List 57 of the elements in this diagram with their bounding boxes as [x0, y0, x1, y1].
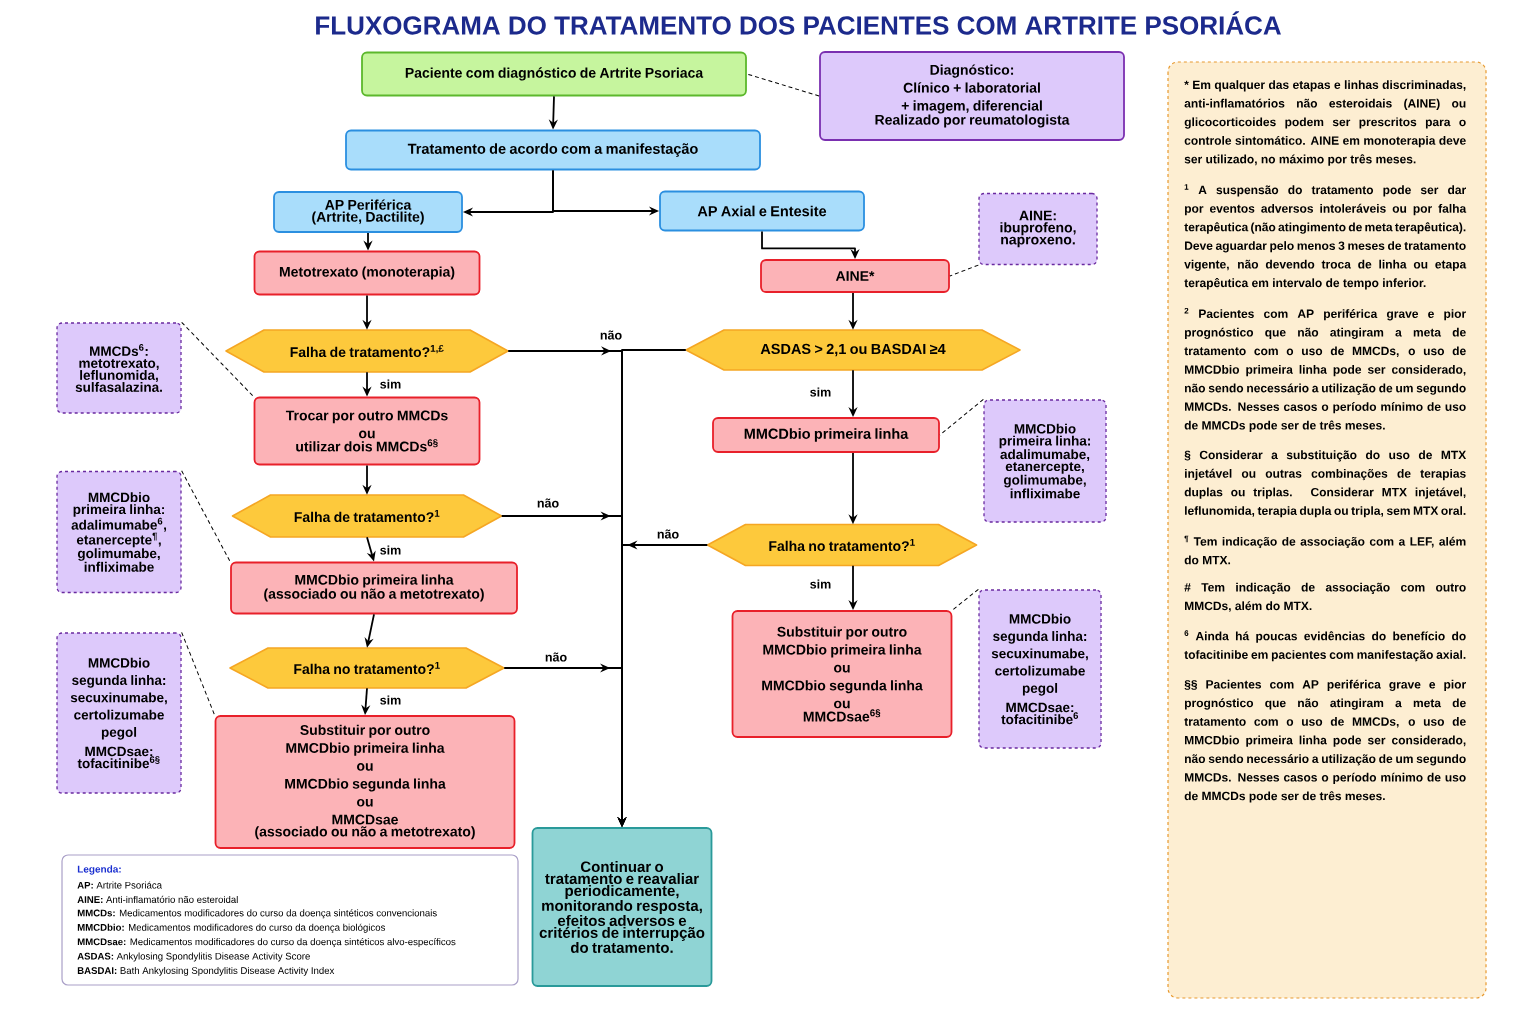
- footnote-text: $^{¶}$ Tem indicação de associação com a LEF, além do MTX.: [1184, 535, 1466, 565]
- note-box: MMCDbio primeira linha: adalimumabe$^{6}$, etanercepte$^{¶}$, golimumabe, infliximabe: [56, 470, 182, 594]
- process-box: AP Axial e Entesite: [659, 190, 865, 232]
- treatment-box: MMCDbio primeira linha (associado ou não a metotrexato): [230, 561, 518, 615]
- edge-label: sim: [808, 385, 833, 399]
- leader-line: [951, 588, 979, 611]
- edge-label: sim: [378, 693, 403, 707]
- leader-line: [939, 398, 984, 436]
- edge-label: não: [543, 650, 569, 664]
- process-box: AP Periférica (Artrite, Dactilite): [273, 191, 463, 233]
- edge-label: sim: [808, 577, 833, 591]
- legend-entry: ASDAS: Ankylosing Spondylitis Disease Activity Score: [77, 952, 310, 962]
- edge-label: não: [535, 496, 561, 510]
- note-box: MMCDbio segunda linha: secuxinumabe, certolizumabe pegol MMCDsae: tofacitinibe$^{6}$: [978, 589, 1102, 749]
- decision-hexagon: Falha no tratamento?$^{1}$: [706, 523, 978, 567]
- treatment-box: MMCDbio primeira linha: [712, 417, 940, 453]
- legend-entry: MMCDsae: Medicamentos modificadores do curso da doença sintéticos alvo-específicos: [77, 938, 456, 948]
- footnote-text: * Em qualquer das etapas e linhas discriminadas, anti-inflamatórios não esteroidais (AINE) ou glicocorticoides podem ser prescritos para o controle sintomático. AINE em monoterapia deve ser utilizado, no máximo por três meses.: [1184, 80, 1466, 166]
- footnote-text: # Tem indicação de associação com outro MMCDs, além do MTX.: [1184, 582, 1466, 612]
- note-box: AINE: ibuprofeno, naproxeno.: [978, 192, 1098, 266]
- footnote-text: $^{6}$ Ainda há poucas evidências do benefício do tofacitinibe em pacientes com manifestação axial.: [1184, 630, 1466, 662]
- footnote-text: $^{1}$ A suspensão do tratamento pode ser dar por eventos adversos intoleráveis ou por falha terapêutica (não atingimento de meta terapêutica). Deve aguardar pelo menos 3 meses de tratamento vigente, não devendo troca de linha ou etapa terapêutica em intervalo de tempo inferior.: [1184, 184, 1467, 290]
- leader-line: [181, 321, 255, 398]
- legend-entry: MMCDbio: Medicamentos modificadores do curso da doença biológicos: [77, 923, 386, 933]
- leader-line: [181, 631, 216, 716]
- decision-hexagon: Falha de tratamento?$^{1}$: [231, 494, 503, 538]
- legend-entry: AP: Artrite Psoriáca: [77, 881, 162, 889]
- footnote-text: §§ Pacientes com AP periférica grave e pior prognóstico que não atingiram a meta de tratamento com o uso de MMCDs, o uso de MMCDbio primeira linha pode ser considerado, não sendo necessário a utilização de um segundo MMCDs. Nesses casos o período mínimo de uso de MMCDs pode ser de três meses.: [1184, 679, 1466, 803]
- start-box: Paciente com diagnóstico de Artrite Psoriaca: [361, 51, 747, 97]
- leader-line: [746, 73, 820, 97]
- leader-line: [181, 470, 231, 563]
- legend-title: Legenda:: [77, 865, 121, 875]
- legend-entry: AINE: Anti-inflamatório não esteroidal: [77, 895, 238, 903]
- treatment-box: Metotrexato (monoterapia): [253, 250, 481, 296]
- edge-label: sim: [378, 377, 403, 391]
- note-box: MMCDs$^{6}$: metotrexato, leflunomida, sulfasalazina.: [56, 322, 182, 414]
- note-box: MMCDbio primeira linha: adalimumabe, etanercepte, golimumabe, infliximabe: [983, 399, 1107, 523]
- treatment-box: Substituir por outro MMCDbio primeira linha ou MMCDbio segunda linha ou MMCDsae (associado ou não a metotrexato): [214, 715, 516, 849]
- title: FLUXOGRAMA DO TRATAMENTO DOS PACIENTES COM ARTRITE PSORIÁCA: [316, 11, 1281, 35]
- leader-line: [949, 264, 979, 277]
- treatment-box: AINE*: [760, 259, 950, 293]
- note-box: Diagnóstico: Clínico + laboratorial + imagem, diferencial Realizado por reumatologista: [819, 51, 1125, 141]
- decision-hexagon: ASDAS > 2,1 ou BASDAI ≥4: [685, 329, 1021, 371]
- legend-entry: MMCDs: Medicamentos modificadores do curso da doença sintéticos convencionais: [77, 909, 437, 919]
- footnote-text: § Considerar a substituição do uso de MTX injetável ou outras combinações de terapias duplas ou triplas. Considerar MTX injetável, leflunomida, terapia dupla ou tripla, sem MTX oral.: [1184, 450, 1467, 518]
- note-box: MMCDbio segunda linha: secuxinumabe, certolizumabe pegol MMCDsae: tofacitinibe$^{6§}$: [56, 632, 182, 794]
- footnote-text: $^{2}$ Pacientes com AP periférica grave e pior prognóstico que não atingiram a meta de tratamento com o uso de MMCDs, o uso de MMCDbio primeira linha pode ser considerado, não sendo necessário a utilização de um segundo MMCDs. Nesses casos o período mínimo de uso de MMCDs pode ser de três meses.: [1184, 307, 1466, 432]
- treatment-box: Trocar por outro MMCDs ou utilizar dois MMCDs$^{6§}$: [253, 396, 481, 466]
- process-box: Tratamento de acordo com a manifestação: [345, 129, 761, 171]
- decision-hexagon: Falha de tratamento?$^{1,£}$: [225, 329, 509, 373]
- edge-label: sim: [378, 543, 403, 557]
- treatment-box: Substituir por outro MMCDbio primeira linha ou MMCDbio segunda linha ou MMCDsae$^{6§}$: [731, 610, 953, 738]
- edge-label: não: [655, 527, 681, 541]
- decision-hexagon: Falha no tratamento?$^{1}$: [229, 647, 505, 689]
- edge-label: não: [598, 328, 624, 342]
- end-box: Continuar o tratamento e reavaliar periodicamente, monitorando resposta, efeitos adversos e critérios de interrupção do tratamento.: [531, 827, 713, 987]
- legend-entry: BASDAI: Bath Ankylosing Spondylitis Disease Activity Index: [77, 966, 335, 976]
